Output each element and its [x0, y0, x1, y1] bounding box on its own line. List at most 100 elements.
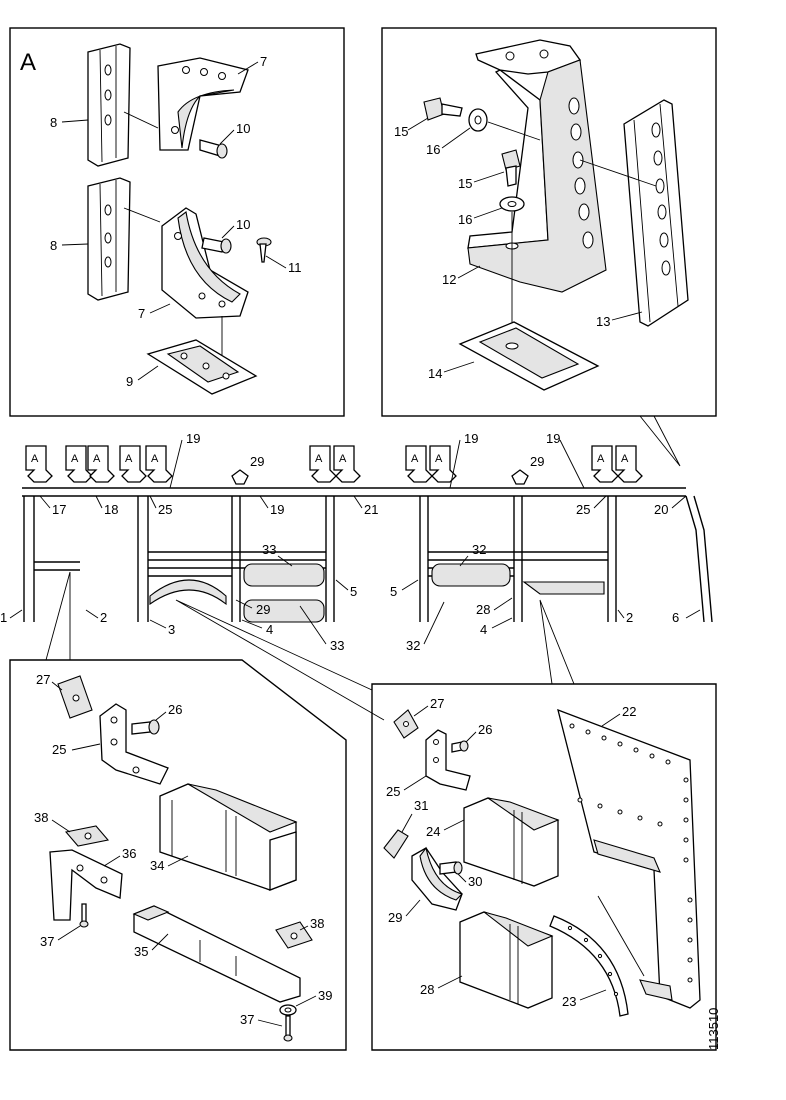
part-number: 2	[100, 610, 107, 625]
part-number: 13	[596, 314, 610, 329]
part-number: 7	[260, 54, 267, 69]
svg-text:A: A	[411, 453, 419, 465]
part-number: 5	[350, 584, 357, 599]
screw-part-26	[131, 719, 160, 735]
part-number: 6	[672, 610, 679, 625]
detail-panel-a: A	[9, 27, 345, 417]
detail-panel-bottom-right: 27 26 22 25 31 24 30 29 28 23	[371, 683, 717, 1051]
part-number: 11	[288, 260, 302, 275]
part-number: 29	[250, 454, 264, 469]
part-number: 29	[256, 602, 270, 617]
bracket-part-12	[467, 39, 607, 293]
rail-part-8-lower	[87, 177, 131, 301]
part-number: 36	[122, 846, 136, 861]
part-number: 10	[236, 121, 250, 136]
svg-text:A: A	[125, 453, 133, 465]
cross-beams	[34, 551, 608, 623]
bolt-part-15-vertical	[501, 149, 521, 187]
main-frame-assembly: A A A A A A A	[0, 415, 713, 721]
bolt-part-10-lower	[201, 237, 232, 254]
part-number: 7	[138, 306, 145, 321]
part-number: 4	[266, 622, 273, 637]
plate-part-14	[458, 321, 600, 391]
part-number: 25	[52, 742, 66, 757]
svg-text:A: A	[339, 453, 347, 465]
part-number: 38	[34, 810, 48, 825]
part-number: 39	[318, 988, 332, 1003]
part-number: 34	[150, 858, 164, 873]
bracket-part-7-lower	[161, 207, 249, 319]
part-number: 30	[468, 874, 482, 889]
part-number: 27	[430, 696, 444, 711]
washer-part-16-horizontal	[468, 108, 488, 132]
part-number: 23	[562, 994, 576, 1009]
part-number: 37	[240, 1012, 254, 1027]
bracket-part-29	[411, 846, 464, 911]
part-number: 35	[134, 944, 148, 959]
panel-part-22	[557, 708, 701, 1009]
part-number: 8	[50, 115, 57, 130]
top-bracket-a: A	[87, 445, 115, 483]
part-number: 8	[50, 238, 57, 253]
svg-text:A: A	[435, 453, 443, 465]
svg-text:A: A	[93, 453, 101, 465]
part-number: 15	[458, 176, 472, 191]
top-bracket-a: A	[333, 445, 361, 483]
profile-part-34	[159, 783, 298, 891]
detail-panel-bottom-left: 27 26 25 38 36 34 37 35 38 39 37	[9, 659, 347, 1051]
part-number: 9	[126, 374, 133, 389]
part-number: 12	[442, 272, 456, 287]
part-number: 19	[464, 431, 478, 446]
svg-text:A: A	[621, 453, 629, 465]
part-number: 20	[654, 502, 668, 517]
svg-text:A: A	[597, 453, 605, 465]
profile-part-35	[132, 905, 301, 1003]
top-bracket-a: A	[591, 445, 619, 483]
part-number: 37	[40, 934, 54, 949]
part-number: 16	[458, 212, 472, 227]
part-number: 24	[426, 824, 440, 839]
top-bracket-29	[511, 469, 529, 485]
detail-panel-top-right: 15 16 15 16 12 13 14	[381, 27, 717, 417]
top-bracket-a-group: A A A A A A A	[25, 445, 643, 483]
top-bracket-a: A	[429, 445, 457, 483]
top-bracket-a: A	[615, 445, 643, 483]
part-number: 25	[386, 784, 400, 799]
screw-part-11	[256, 237, 272, 263]
svg-text:A: A	[31, 453, 39, 465]
bracket-part-7-upper	[157, 57, 249, 151]
svg-text:A: A	[151, 453, 159, 465]
part-number: 17	[52, 502, 66, 517]
part-number: 3	[168, 622, 175, 637]
part-number: 26	[168, 702, 182, 717]
part-number: 10	[236, 217, 250, 232]
rail-part-8-upper	[87, 43, 131, 167]
part-number: 1	[0, 610, 7, 625]
part-number: 21	[364, 502, 378, 517]
part-number: 29	[530, 454, 544, 469]
bracket-part-25	[99, 703, 169, 785]
part-number: 29	[388, 910, 402, 925]
part-number: 22	[622, 704, 636, 719]
svg-text:A: A	[71, 453, 79, 465]
part-number: 28	[420, 982, 434, 997]
bolt-part-10-upper	[199, 139, 228, 159]
part-number: 15	[394, 124, 408, 139]
strip-part-23	[549, 915, 629, 1017]
top-bracket-a: A	[65, 445, 93, 483]
screw-part-37	[81, 903, 87, 923]
top-bracket-a: A	[25, 445, 53, 483]
bracket-part-25	[425, 729, 471, 791]
bracket-part-36	[49, 849, 123, 921]
part-number: 32	[406, 638, 420, 653]
screw-part-37	[285, 1015, 291, 1037]
panel-bottom-left-frame	[9, 659, 347, 1051]
part-number: 25	[576, 502, 590, 517]
part-number: 27	[36, 672, 50, 687]
top-bracket-a: A	[145, 445, 173, 483]
part-number: 5	[390, 584, 397, 599]
part-number: 16	[426, 142, 440, 157]
part-number: 32	[472, 542, 486, 557]
part-number: 14	[428, 366, 442, 381]
